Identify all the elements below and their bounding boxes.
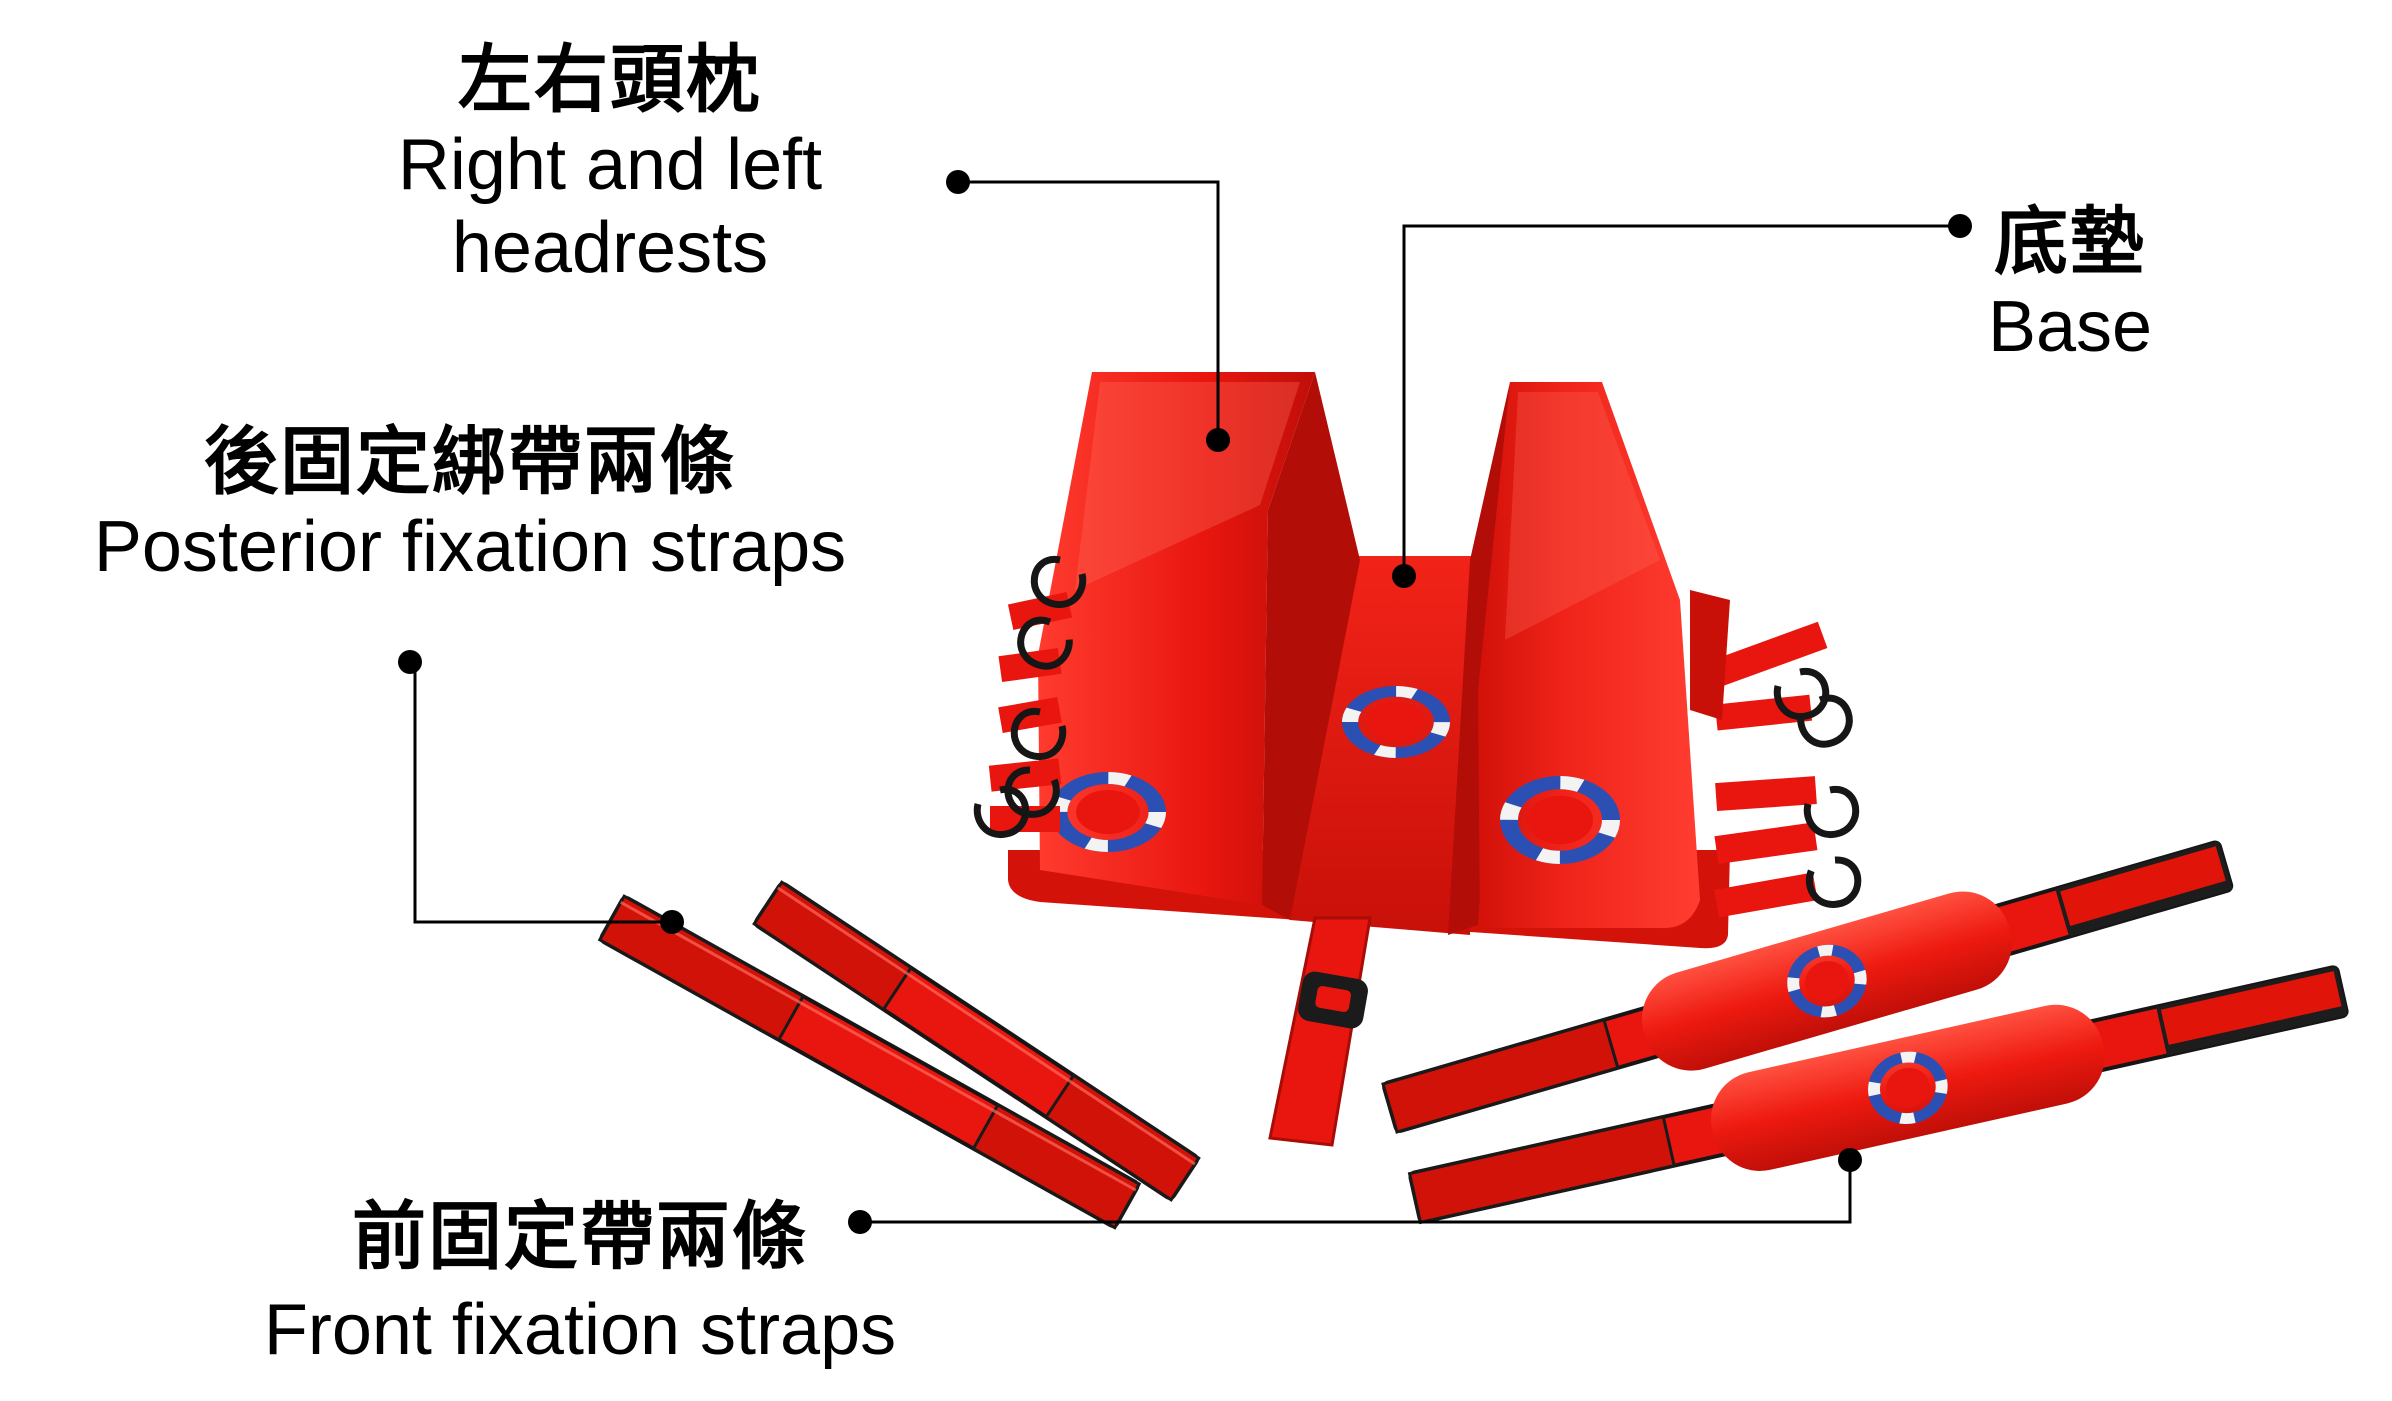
d-ring [1806,856,1860,907]
dot-front-target [1838,1148,1862,1172]
right-headrest [1448,382,1700,935]
front-straps-label-zh: 前固定帶兩條 [352,1194,808,1280]
posterior-straps-label: 後固定綁帶兩條 Posterior fixation straps [20,419,920,589]
right-headrest-highlight [1505,392,1660,640]
dot-base-target [1392,564,1416,588]
base-label: 底墊 Base [1930,199,2210,369]
dot-base-label [1948,214,1972,238]
leader-front [860,1160,1852,1224]
leader-base [1402,224,1960,576]
left-headrest-highlight [1075,382,1300,590]
right-headrest-side [1448,382,1510,935]
base-label-zh: 底墊 [1994,199,2146,285]
headrests-label-zh: 左右頭枕 [458,37,762,123]
leader-posterior [410,660,672,924]
dot-front-label [848,1210,872,1234]
front-straps-label: 前固定帶兩條 Front fixation straps [200,1194,960,1372]
base-label-en: Base [1987,286,2153,367]
right-strap-loops [1690,590,1861,918]
front-straps-label-en: Front fixation straps [263,1289,897,1370]
headrests-label: 左右頭枕 Right and left headrests [330,37,890,291]
dot-posterior-target [660,910,684,934]
left-headrest [1038,372,1360,920]
left-headrest-front [1038,372,1315,905]
headrests-label-en-line2: headrests [451,208,769,289]
posterior-straps-label-zh: 後固定綁帶兩條 [204,419,736,505]
front-strap-2 [1407,965,2349,1225]
dot-headrests-label [946,170,970,194]
front-strap-1 [1381,840,2234,1134]
headrests-label-en-line1: Right and left [397,124,823,205]
posterior-strap-2 [597,894,1142,1230]
callout-dots [398,170,1972,1234]
posterior-strap-1 [752,880,1201,1202]
posterior-straps-label-en: Posterior fixation straps [93,506,847,587]
leader-headrests [958,180,1220,440]
dot-posterior-label [398,650,422,674]
dot-headrests-target [1206,428,1230,452]
center-strap [1268,916,1372,1147]
left-headrest-side [1262,372,1360,920]
left-strap-loops [977,559,1083,834]
